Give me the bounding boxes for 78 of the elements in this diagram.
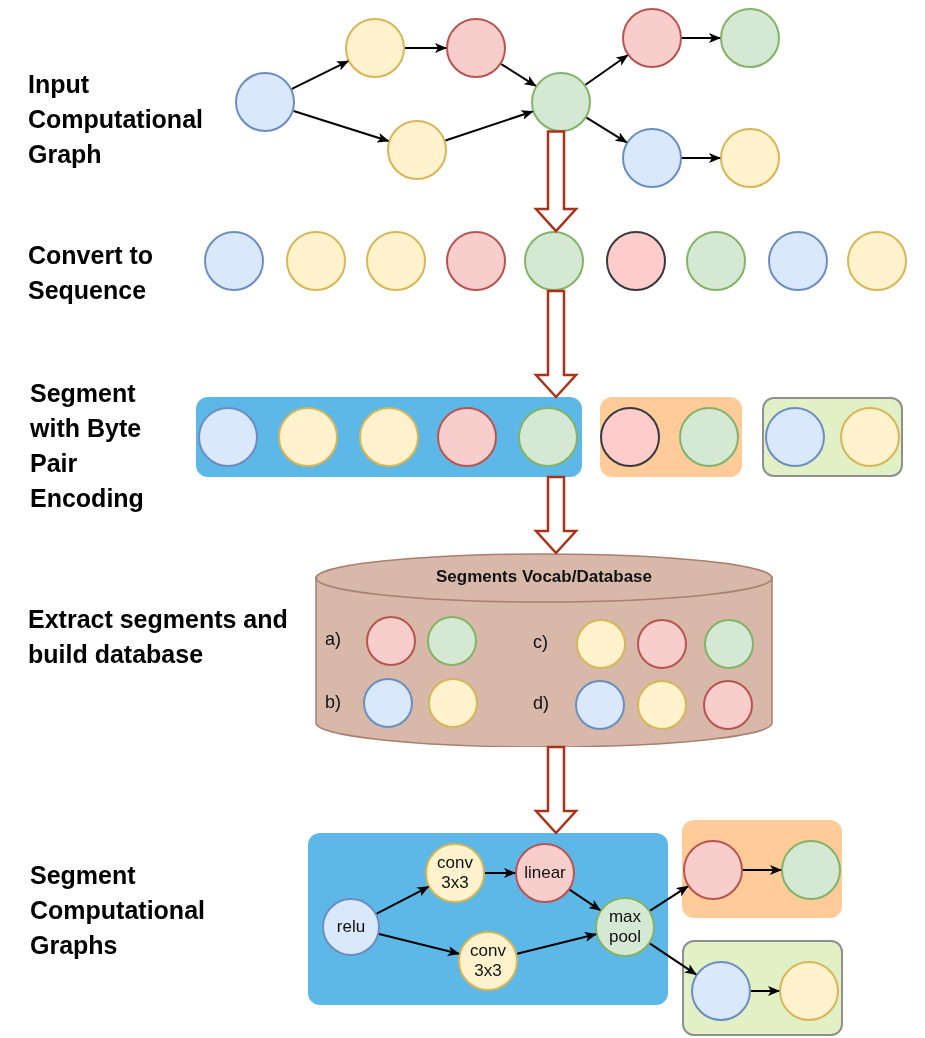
node-label: conv 3x3 [469, 940, 507, 982]
arrow [444, 110, 534, 142]
node-label: relu [335, 916, 367, 938]
operation-node [515, 843, 575, 903]
token-circle [345, 18, 405, 78]
token-circle [779, 961, 839, 1021]
node-label: linear [523, 862, 567, 884]
token-circle [524, 231, 584, 291]
operation-node [425, 843, 485, 903]
arrow [378, 933, 460, 956]
segment-group [600, 397, 742, 477]
token-circle [765, 407, 825, 467]
token-circle [235, 72, 295, 132]
database-title: Segments Vocab/Database [434, 567, 653, 587]
step-label: Segment Computational Graphs [30, 860, 206, 961]
arrow [742, 865, 782, 875]
token-circle [437, 407, 497, 467]
flow-arrow [533, 289, 579, 399]
token-circle [204, 231, 264, 291]
token-circle [600, 407, 660, 467]
token-circle [366, 231, 426, 291]
arrow [750, 986, 780, 996]
token-circle [686, 231, 746, 291]
segment-letter: c) [533, 632, 549, 653]
segment-letter: a) [325, 629, 342, 650]
operation-node [322, 898, 380, 956]
arrow [585, 116, 628, 144]
token-circle [847, 231, 907, 291]
node-label: max pool [607, 906, 643, 948]
token-circle [359, 407, 419, 467]
token-circle [518, 407, 578, 467]
token-circle [387, 120, 447, 180]
arrow [584, 54, 629, 86]
arrow [681, 33, 721, 43]
token-circle [720, 8, 780, 68]
token-circle [679, 407, 739, 467]
token-circle [446, 231, 506, 291]
arrow [516, 932, 597, 955]
arrow [292, 110, 390, 143]
segment-letter: b) [325, 692, 342, 713]
arrow [484, 868, 516, 878]
token-circle [278, 407, 338, 467]
arrow [681, 153, 721, 163]
token-circle [840, 407, 900, 467]
segment-group [682, 940, 843, 1036]
step-label: Extract segments and build database [28, 604, 289, 670]
segment-group [196, 397, 582, 477]
token-circle [198, 407, 258, 467]
token-circle [683, 840, 743, 900]
operation-node [595, 897, 655, 957]
token-circle [286, 231, 346, 291]
operation-node [458, 931, 518, 991]
arrow [404, 43, 447, 53]
segment-group [682, 820, 842, 918]
flow-arrow [533, 475, 579, 555]
token-circle [622, 8, 682, 68]
token-circle [768, 231, 828, 291]
token-circle [720, 128, 780, 188]
token-circle [531, 72, 591, 132]
arrow [290, 60, 350, 90]
flow-arrow [533, 745, 579, 835]
token-circle [781, 840, 841, 900]
step-label: Input Computational Graph [28, 69, 204, 170]
segment-group [308, 833, 668, 1005]
token-circle [691, 961, 751, 1021]
token-circle [446, 18, 506, 78]
arrow [500, 63, 537, 87]
token-circle [622, 128, 682, 188]
flow-arrow [533, 130, 579, 233]
database-cylinder [315, 553, 773, 747]
arrow [568, 888, 602, 912]
node-label: conv 3x3 [436, 852, 474, 894]
arrow [375, 885, 430, 915]
segment-letter: d) [533, 693, 550, 714]
step-label: Convert to Sequence [28, 240, 154, 306]
step-label: Segment with Byte Pair Encoding [30, 378, 145, 514]
segment-group [762, 397, 903, 477]
token-circle [606, 231, 666, 291]
